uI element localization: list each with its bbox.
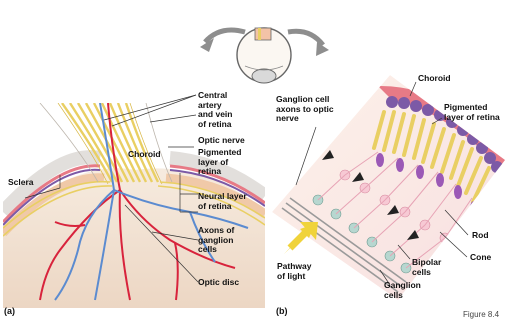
label-rod: Rod [472,231,489,241]
label-choroid-b: Choroid [418,74,451,84]
label-pigmented-layer-a: Pigmented layer of retina [198,148,241,177]
eyeball-orientation-icon [200,28,329,83]
label-axons-ganglion: Axons of ganglion cells [198,226,234,255]
label-cone: Cone [470,253,491,263]
label-ganglion-cells: Ganglion cells [384,281,421,300]
label-optic-disc: Optic disc [198,278,239,288]
label-pathway-of-light: Pathway of light [277,262,312,281]
label-sclera: Sclera [8,178,34,188]
label-central-artery-vein: Central artery and vein of retina [198,91,232,129]
label-optic-nerve: Optic nerve [198,136,245,146]
panel-b-tag: (b) [276,306,288,316]
figure-caption: Figure 8.4 [463,310,499,319]
label-neural-layer: Neural layer of retina [198,192,247,211]
label-choroid-a: Choroid [128,150,161,160]
label-bipolar-cells: Bipolar cells [412,258,441,277]
label-pigmented-layer-b: Pigmented layer of retina [444,103,500,122]
panel-a-tag: (a) [4,306,15,316]
label-ganglion-axons: Ganglion cell axons to optic nerve [276,95,334,124]
